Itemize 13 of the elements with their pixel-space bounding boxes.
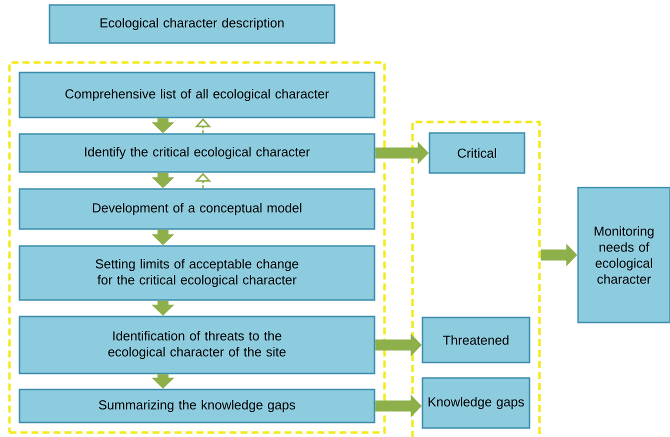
process-box: Critical xyxy=(428,132,526,174)
process-box: Knowledge gaps xyxy=(422,377,530,429)
process-box: Ecological character description xyxy=(48,4,336,44)
process-box: Monitoring needs of ecological character xyxy=(577,186,670,324)
process-box: Summarizing the knowledge gaps xyxy=(18,388,376,424)
process-box: Identify the critical ecological character xyxy=(18,133,376,173)
process-box: Identification of threats to the ecological character of the site xyxy=(18,316,376,374)
dashed-frame xyxy=(411,120,541,437)
process-box: Setting limits of acceptable change for the critical ecological character xyxy=(18,245,376,301)
process-box: Development of a conceptual model xyxy=(18,188,376,230)
process-box: Comprehensive list of all ecological character xyxy=(18,72,376,118)
process-box: Threatened xyxy=(422,316,530,364)
dashed-frame xyxy=(8,61,386,434)
